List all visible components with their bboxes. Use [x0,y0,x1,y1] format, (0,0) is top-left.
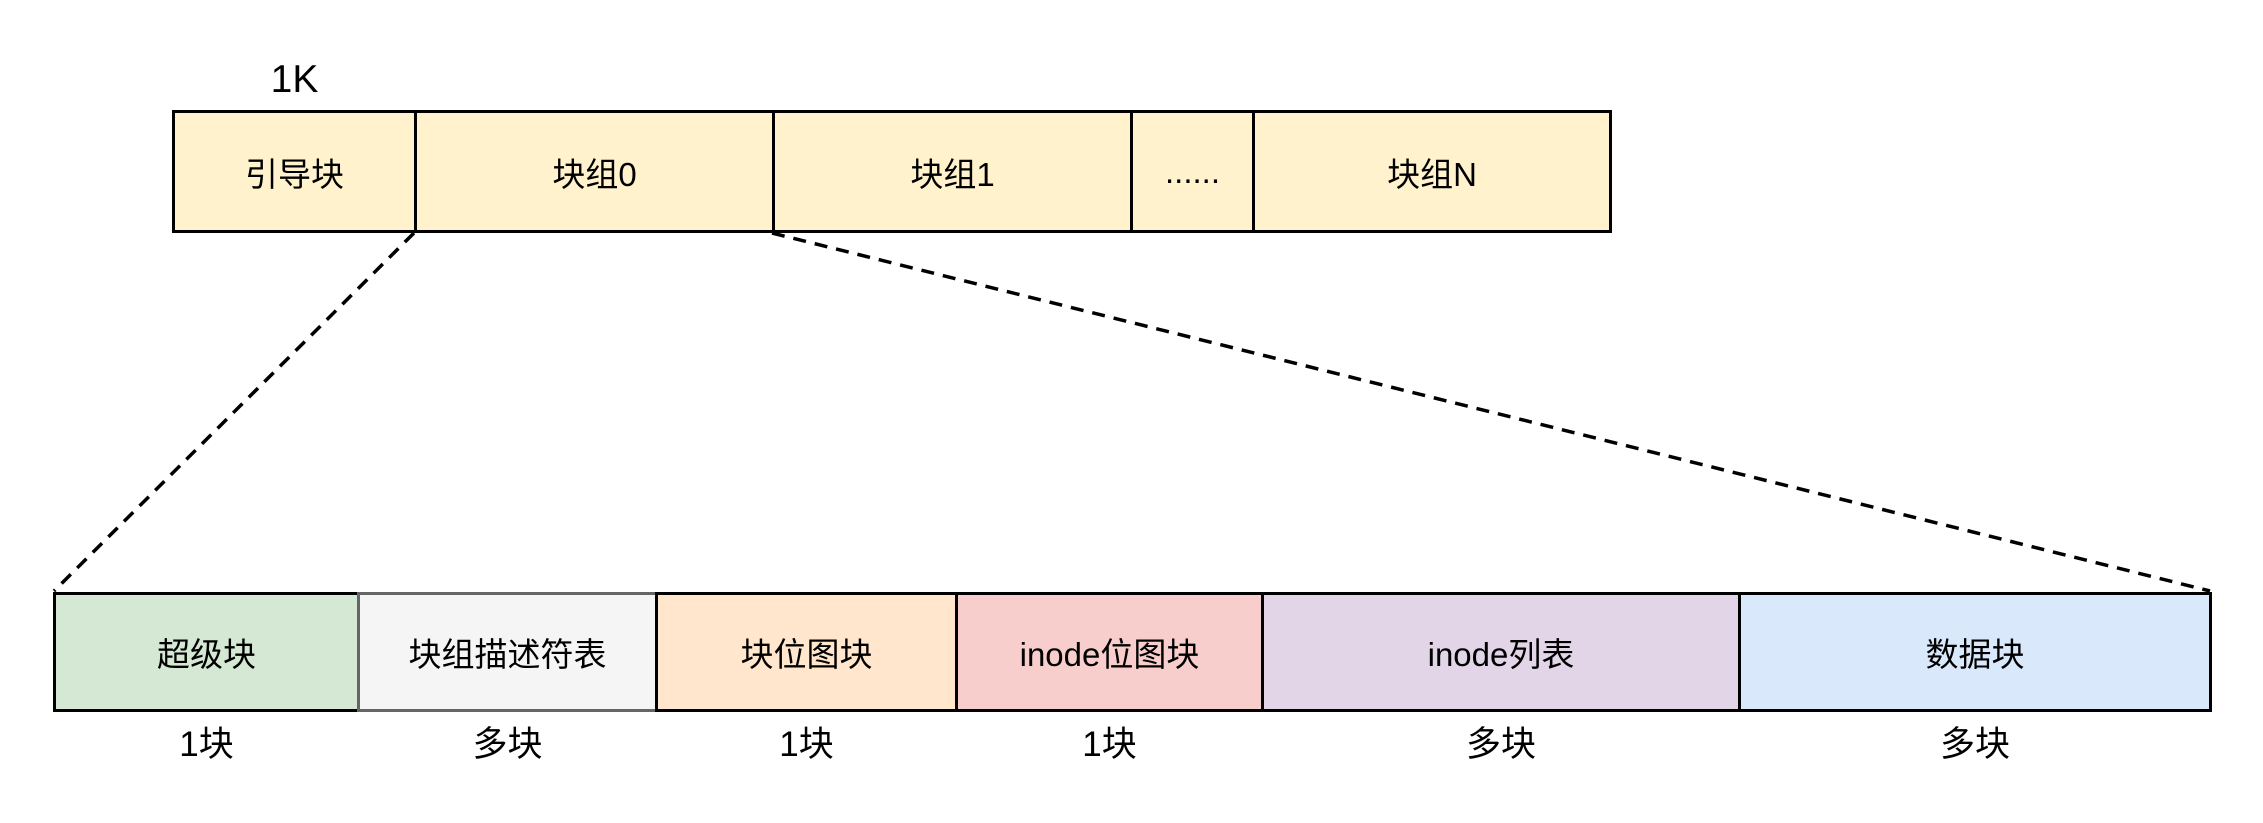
segment-block-group-1: 块组1 [772,110,1133,233]
segment-ellipsis: ...... [1130,110,1255,233]
segment-label: 块组描述符表 [408,636,607,673]
segment-label: 块组0 [552,155,637,193]
segment-inode-list: inode列表 [1261,592,1741,712]
segment-group-descriptor-table: 块组描述符表 [357,592,658,712]
segment-inode-bitmap: inode位图块 [955,592,1264,712]
count-label-data-blocks: 多块 [1939,725,2010,764]
count-label-inode-bitmap: 1块 [1082,725,1137,764]
segment-label: inode位图块 [1019,636,1200,673]
segment-label: 块组1 [910,155,995,193]
expansion-line-left [52,231,416,593]
segment-boot-block: 引导块 [172,110,417,233]
count-label-block-bitmap: 1块 [779,725,834,764]
segment-block-bitmap: 块位图块 [655,592,958,712]
segment-label: ...... [1164,152,1220,190]
segment-label: 块位图块 [740,636,873,673]
segment-block-group-0: 块组0 [414,110,775,233]
segment-label: inode列表 [1427,636,1575,673]
segment-block-group-n: 块组N [1252,110,1612,233]
count-label-group-descriptor-table: 多块 [472,725,543,764]
segment-label: 引导块 [245,155,344,193]
segment-label: 块组N [1387,155,1477,193]
size-label-1k: 1K [270,58,319,101]
expansion-line-right [771,231,2211,593]
segment-superblock: 超级块 [53,592,360,712]
count-label-inode-list: 多块 [1465,725,1536,764]
segment-label: 超级块 [157,636,256,673]
count-label-superblock: 1块 [179,725,234,764]
segment-data-blocks: 数据块 [1738,592,2212,712]
segment-label: 数据块 [1925,636,2025,673]
